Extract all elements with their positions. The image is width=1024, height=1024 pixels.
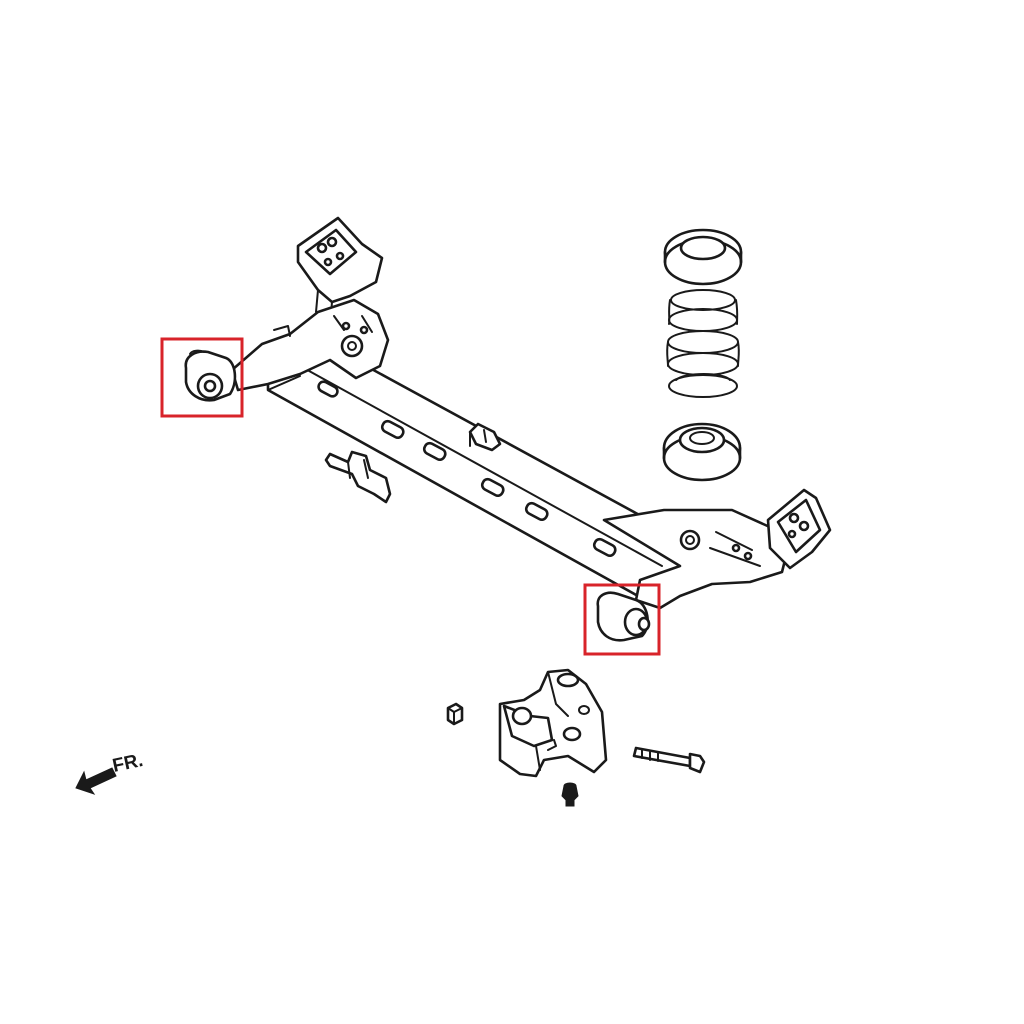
bolt-vertical: [561, 782, 579, 807]
left-bushing-highlight-box: [160, 337, 244, 418]
right-mount-bracket: [766, 488, 832, 570]
axle-beam: [266, 328, 702, 598]
left-trailing-arm: [230, 298, 390, 392]
spring-upper-seat: [663, 228, 743, 286]
left-trailing-arm-bushing: [184, 349, 237, 402]
bolt-horizontal: [632, 746, 706, 774]
coil-spring: [666, 289, 740, 398]
left-mount-bracket: [296, 216, 384, 327]
front-direction-indicator: FR.: [75, 750, 145, 795]
nut: [446, 702, 464, 726]
right-bushing-highlight-box: [583, 583, 661, 656]
small-bracket: [324, 450, 392, 504]
front-arrow-icon: [75, 767, 117, 795]
front-direction-label: FR.: [111, 750, 145, 777]
beam-slots: [317, 380, 617, 557]
spring-lower-seat: [662, 422, 742, 482]
mounting-bracket: [498, 668, 608, 778]
right-trailing-arm-bushing: [596, 591, 651, 642]
